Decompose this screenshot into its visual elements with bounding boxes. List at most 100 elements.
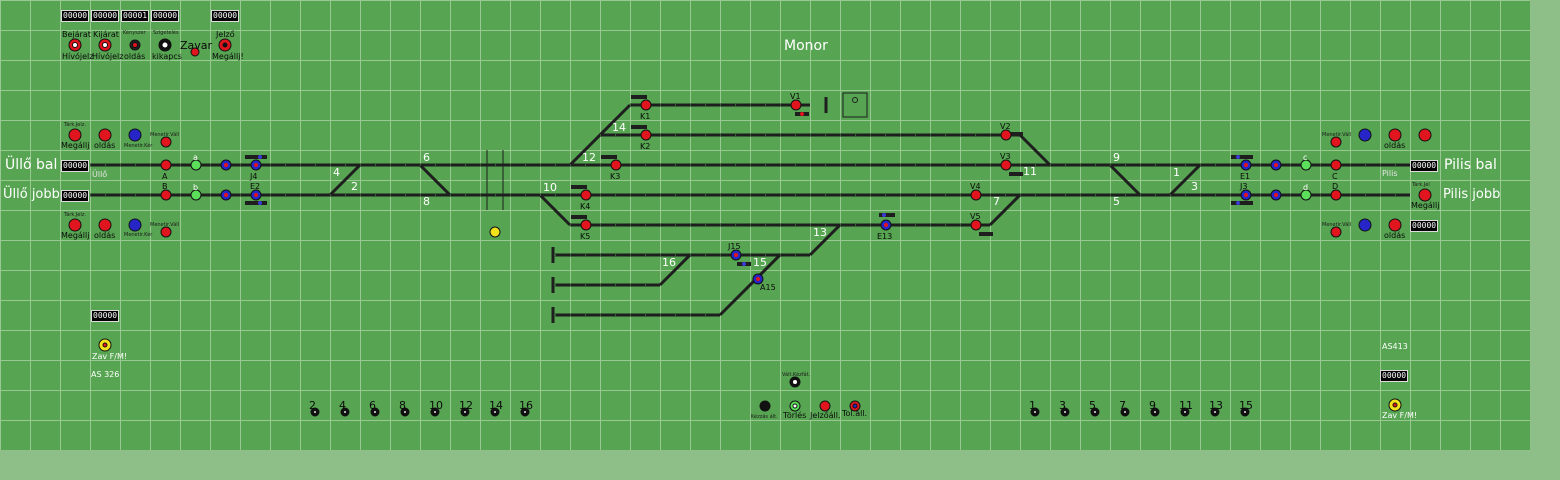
track-label-4: 4: [333, 166, 340, 179]
track-label-16: 16: [662, 256, 676, 269]
ment-vall-label-ul: Menetir.Váll: [150, 132, 180, 138]
kezzas-button[interactable]: [759, 400, 771, 412]
counter-as-right: 00000: [1380, 370, 1409, 382]
track-label-8: 8: [423, 195, 430, 208]
kezzas-label: Kézzás ált.: [751, 414, 778, 420]
pilis-bal-label: Pilis bal: [1444, 157, 1497, 173]
point-right-label-13: 13: [1209, 399, 1223, 412]
switch-9-5: [1108, 163, 1142, 197]
kijarat-hivojelz-button[interactable]: [99, 39, 111, 51]
megallj-label-r: Megállj: [1411, 201, 1440, 210]
signal-label-a: a: [193, 153, 198, 162]
track-label-6: 6: [423, 151, 430, 164]
point-right-label-9: 9: [1149, 399, 1156, 412]
tolall-button[interactable]: [849, 400, 861, 412]
kenyszer-oldas-button[interactable]: [129, 39, 141, 51]
megallj-label-ll: Megállj: [61, 231, 90, 240]
switch-13: [808, 223, 842, 257]
ullo-jobb-label: Üllő jobb: [3, 187, 60, 202]
track-label-3: 3: [1191, 180, 1198, 193]
point-left-label-10: 10: [429, 399, 443, 412]
oldas-label: oldás: [124, 52, 146, 61]
counter-ullo-bal: 00000: [61, 160, 90, 172]
signal-V2: [1000, 129, 1012, 141]
ullo-station-tag: Üllő: [92, 170, 108, 179]
track-label-15: 15: [753, 256, 767, 269]
jelzoall-button[interactable]: [819, 400, 831, 412]
as-right-label: AS413: [1382, 342, 1408, 351]
signal-V5: [970, 219, 982, 231]
signal-label-E13: E13: [877, 232, 893, 241]
counter-3: 00001: [121, 10, 150, 22]
kijarat-label: Kijárat: [93, 30, 119, 39]
switch-11: [1018, 133, 1052, 167]
signal-K2: [640, 129, 652, 141]
pilis-jobb-label: Pilis jobb: [1443, 187, 1501, 202]
point-left-label-16: 16: [519, 399, 533, 412]
track-label-7: 7: [993, 195, 1000, 208]
oldas-label-lr: oldás: [1384, 231, 1406, 240]
zavar-label: Zavar: [180, 39, 213, 52]
interlocking-panel: 00000 00000 00001 00000 00000 00000 0000…: [0, 0, 1530, 450]
counter-as-left: 00000: [91, 310, 120, 322]
track-label-10: 10: [543, 181, 557, 194]
counter-5: 00000: [211, 10, 240, 22]
zav-label-right: Zav F/M!: [1382, 411, 1418, 420]
point-right-label-7: 7: [1119, 399, 1126, 412]
signal-label-d: d: [1303, 183, 1309, 192]
switch-16: [658, 253, 692, 287]
signal-d: [1300, 189, 1312, 201]
point-right-label-11: 11: [1179, 399, 1193, 412]
signal-label-C: C: [1332, 172, 1338, 181]
point-left-label-8: 8: [399, 399, 406, 412]
zav-label-left: Zav F/M!: [92, 352, 128, 361]
track-label-12: 12: [582, 151, 596, 164]
signal-label-b: b: [193, 183, 199, 192]
signal-label-D: D: [1332, 182, 1339, 191]
track-label-14: 14: [612, 121, 626, 134]
ment-ker-label-ll: Menetir.Kér: [124, 232, 153, 238]
switch-6-8: [418, 163, 452, 197]
jelzo-label: Jelző: [216, 30, 235, 39]
signal-a: [190, 159, 202, 171]
ment-vall-label-ur: Menetir.Váll: [1322, 132, 1352, 138]
signal-c: [1300, 159, 1312, 171]
hivojelz-label-1: Hívójelz: [62, 52, 94, 61]
signal-label-K2: K2: [640, 142, 651, 151]
signal-K4: [580, 189, 592, 201]
switch-1-3: [1168, 163, 1202, 197]
point-right-label-3: 3: [1059, 399, 1066, 412]
vald-kezfat-label: Vált.Kézfát.: [782, 372, 811, 378]
counter-pilis-bal: 00000: [1410, 160, 1439, 172]
signal-label-K1: K1: [640, 112, 651, 121]
tart-jelz-label-ll: Tárk.Jelz.: [64, 212, 86, 218]
signal-label-A15: A15: [760, 283, 776, 292]
torles-label: Törlés: [783, 411, 807, 420]
point-left-label-6: 6: [369, 399, 376, 412]
torles-button[interactable]: [789, 400, 801, 412]
signal-label-c: c: [1303, 153, 1308, 162]
track-diagram: [68, 38, 1432, 417]
kikapcs-label: kikapcs: [152, 52, 182, 61]
signal-C: [1330, 159, 1342, 171]
counter-pilis-jobb: 00000: [1410, 220, 1439, 232]
hivojelz-label-2: Hívójelz: [92, 52, 124, 61]
signal-label-K3: K3: [610, 172, 621, 181]
jelzo-megallj-button[interactable]: [219, 39, 231, 51]
megallj-label-top: Megállj!: [212, 52, 244, 61]
signal-V4: [970, 189, 982, 201]
counter-4: 00000: [151, 10, 180, 22]
bejarat-hivojelz-button[interactable]: [69, 39, 81, 51]
kenyszer-label: Kényszer: [123, 30, 146, 36]
szigeteles-kikapcs-button[interactable]: [159, 39, 171, 51]
signal-B: [160, 189, 172, 201]
oldas-label-ur: oldás: [1384, 141, 1406, 150]
signal-label-K4: K4: [580, 202, 591, 211]
station-building-icon: [842, 92, 868, 118]
point-right-label-5: 5: [1089, 399, 1096, 412]
level-crossing-lamp: [489, 226, 501, 238]
track-label-13: 13: [813, 226, 827, 239]
track-label-9: 9: [1113, 151, 1120, 164]
signal-label-V3: V3: [1000, 152, 1011, 161]
jelzoall-label: Jelzőáll.: [810, 411, 841, 420]
